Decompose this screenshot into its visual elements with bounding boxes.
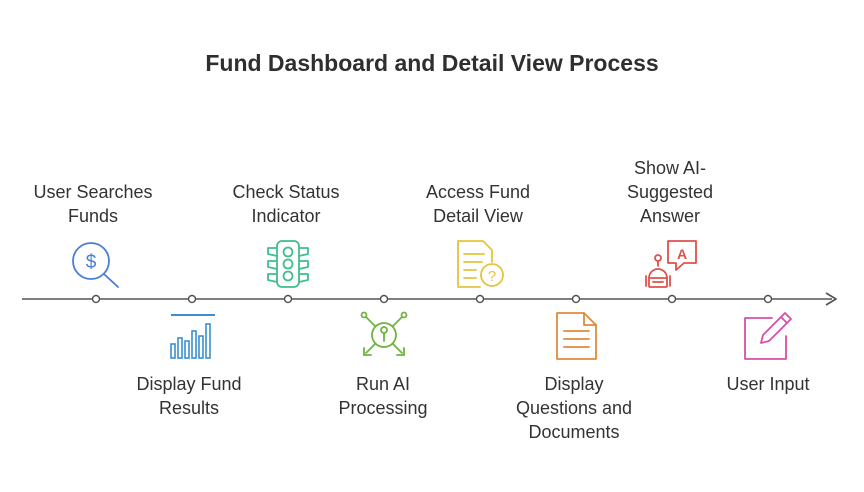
step-label-user-input: User Input <box>726 374 810 394</box>
step-label-check-status-indicator: Check Status Indicator <box>232 182 340 226</box>
step-marker <box>475 294 485 304</box>
document-icon <box>556 312 597 360</box>
dollar-search-icon: $ <box>72 242 119 288</box>
step-marker <box>379 294 389 304</box>
svg-text:$: $ <box>86 252 97 273</box>
step-label-run-ai-processing: Run AI Processing <box>338 374 428 418</box>
document-question-icon: ? <box>457 240 504 288</box>
bar-chart-icon <box>170 314 215 359</box>
diagram-title: Fund Dashboard and Detail View Process <box>205 50 659 76</box>
step-label-display-fund-results: Display Fund Results <box>136 374 242 418</box>
step-label-show-ai-suggested-answer: Show AI-Suggested Answer <box>626 158 714 226</box>
ai-processing-icon <box>360 311 408 356</box>
step-marker <box>667 294 677 304</box>
step-marker <box>187 294 197 304</box>
svg-text:A: A <box>677 246 687 262</box>
edit-pencil-icon <box>744 312 792 360</box>
step-label-user-searches-funds: User Searches Funds <box>33 182 153 226</box>
step-marker <box>91 294 101 304</box>
step-marker <box>571 294 581 304</box>
timeline-arrowhead <box>825 292 837 306</box>
traffic-light-icon <box>267 240 309 288</box>
step-marker <box>283 294 293 304</box>
svg-text:?: ? <box>488 268 496 285</box>
step-label-access-fund-detail-view: Access Fund Detail View <box>425 182 531 226</box>
robot-chat-icon: A <box>645 240 697 288</box>
step-label-display-questions-documents: Display Questions and Documents <box>515 374 633 442</box>
step-marker <box>763 294 773 304</box>
